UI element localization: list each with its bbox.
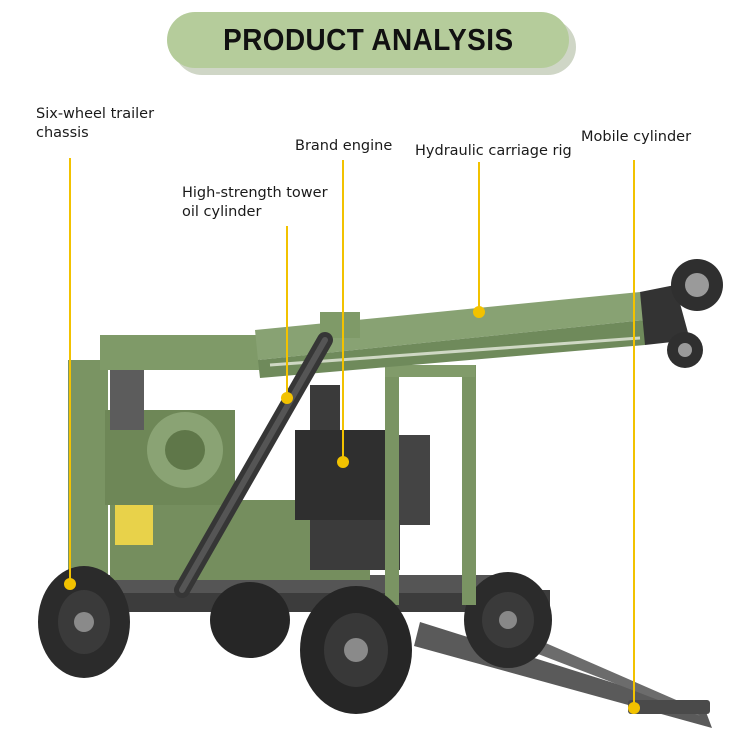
leader-dot-carriage [473,306,485,318]
leader-dot-chassis [64,578,76,590]
engine [295,385,430,570]
wheel-front-right [300,586,412,714]
wheel-rear-right [464,572,552,668]
wheel-front-left [38,566,130,678]
hydraulic-carriage [255,292,645,378]
drawbar [414,610,712,728]
wheel-rear-left [210,582,290,658]
label-hydraulic-carriage: Hydraulic carriage rig [415,143,572,159]
label-six-wheel-chassis: Six-wheel trailer chassis [36,106,155,141]
label-mobile-cylinder: Mobile cylinder [581,129,692,145]
title-banner: PRODUCT ANALYSIS [167,12,569,68]
page-title: PRODUCT ANALYSIS [222,22,514,57]
mast-frame [385,365,476,605]
leader-lines [64,158,640,714]
mast-head-pulleys [640,259,723,368]
label-tower-oil-cylinder: High-strength tower oil cylinder [182,185,328,220]
leader-dot-mobile-cylinder [628,702,640,714]
rig-body [68,335,370,590]
label-brand-engine: Brand engine [295,138,393,154]
leader-dot-engine [337,456,349,468]
leader-dot-cylinder [281,392,293,404]
tower-oil-cylinder [174,332,333,598]
